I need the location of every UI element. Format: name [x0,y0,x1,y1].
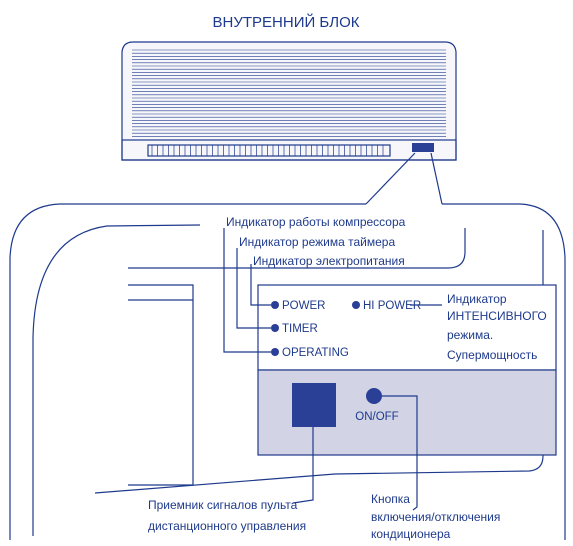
hi-power-annotation-line1: Индикатор [447,292,507,306]
magnified-outline-right [442,203,566,540]
hi-power-label: HI POWER [363,300,421,312]
timer-led [271,324,279,332]
air-outlet-louvers [151,145,384,156]
hi-power-annotation-line2: ИНТЕНСИВНОГО [447,309,547,323]
remote-signal-receiver [292,383,336,427]
on-off-label: ON/OFF [355,411,398,423]
hi-power-annotation-line4: Супермощность [447,348,537,362]
onoff-annotation-line2: включения/отключения [371,510,500,524]
compressor-indicator-annotation: Индикатор работы компрессора [226,215,406,229]
onoff-annotation-line1: Кнопка [371,492,410,506]
indoor-unit [121,41,457,161]
diagram-title: ВНУТРЕННИЙ БЛОК [212,13,359,31]
onoff-annotation-line3: кондиционера [371,527,451,541]
hi-power-annotation-line3: режима. [447,328,493,342]
operating-label: OPERATING [282,347,349,359]
power-label: POWER [282,300,325,312]
timer-indicator-annotation: Индикатор режима таймера [239,235,395,249]
hi-power-led [352,301,360,309]
front-grille [132,49,446,137]
receiver-annotation-line2: дистанционного управления [148,519,306,533]
zoom-line-left [365,152,416,205]
indicator-panel [257,284,557,371]
leader-lines [223,228,442,511]
receiver-annotation-line1: Приемник сигналов пульта [148,498,298,512]
power-indicator-annotation: Индикатор электропитания [253,254,405,268]
on-off-button[interactable] [366,388,382,404]
timer-label: TIMER [282,323,318,335]
operating-led [271,348,279,356]
indicator-window [412,143,434,152]
power-led [271,301,279,309]
magnified-outline [9,203,366,540]
zoom-line-right [430,152,443,205]
unit-detail-outline [32,224,544,536]
